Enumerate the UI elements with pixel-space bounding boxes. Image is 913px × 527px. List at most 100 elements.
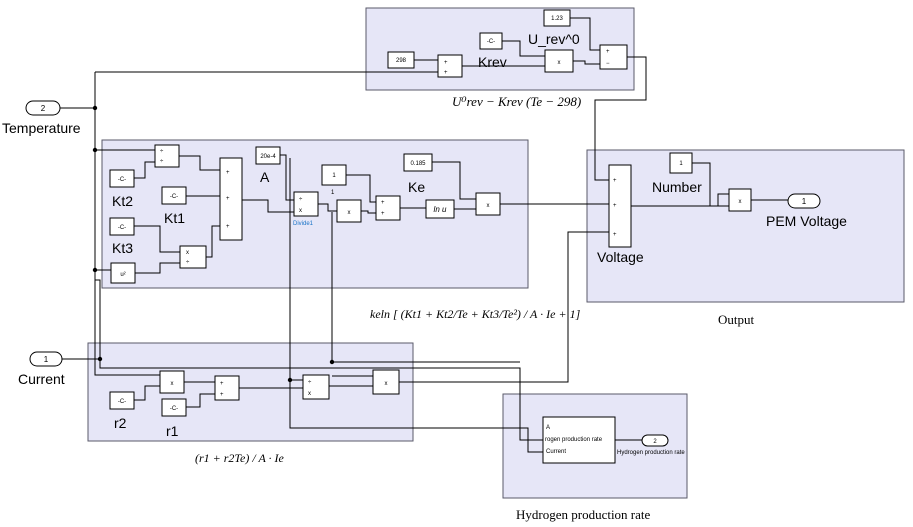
svg-text:-C-: -C- [170,194,178,200]
svg-text:+: + [444,60,448,66]
svg-text:+: + [444,70,448,76]
signal-lines [60,17,788,453]
svg-text:÷: ÷ [308,380,312,386]
svg-text:x: x [171,381,174,387]
kt-sum-block[interactable]: + + + [219,157,243,241]
voltage-label: Voltage [597,249,644,265]
const-123-block[interactable]: 1.23 [543,9,571,27]
svg-text:÷: ÷ [160,149,164,155]
hydrogen-port-current: Current [546,449,566,455]
svg-text:1: 1 [802,197,807,206]
svg-text:298: 298 [396,58,407,64]
ke-label: Ke [408,179,425,195]
current-formula: (r1 + r2Te) / A · Ie [195,451,285,465]
svg-text:+: + [613,232,617,238]
ke-product-block[interactable]: x [336,199,362,223]
kt1-label: Kt1 [164,210,185,226]
current-label: Current [18,371,65,387]
voltage-sum-block[interactable]: + + + [608,164,632,248]
svg-text:+: + [613,203,617,209]
svg-text:-C-: -C- [170,406,178,412]
r2te-product-block[interactable]: x [159,370,185,394]
svg-text:÷: ÷ [160,159,164,165]
kt2-label: Kt2 [112,193,133,209]
divide1-link-label[interactable]: Divide1 [293,221,314,227]
svg-text:2: 2 [653,439,657,445]
ln-block[interactable]: ln u [425,199,455,219]
svg-text:x: x [348,210,351,216]
svg-text:+: + [613,178,617,184]
svg-text:+: + [381,211,385,217]
urev-difference-block[interactable]: + − [599,44,628,70]
ke-formula: keln [ (Kt1 + Kt2/Te + Kt3/Te²) / A · Ie… [370,307,581,321]
urev-product-block[interactable]: x [544,49,574,73]
pem-voltage-label: PEM Voltage [766,213,847,229]
r1-const-block[interactable]: -C- [161,398,187,417]
temperature-inport[interactable]: 2 [25,100,61,116]
temperature-inport-number: 2 [41,104,46,113]
one-const-block[interactable]: 1 [321,164,347,186]
r-divide-block[interactable]: ÷ x [302,374,330,400]
square-block[interactable]: u² [110,262,136,284]
hydrogen-block-title: rogen production rate [545,437,603,443]
area-const-block[interactable]: 20e-4 [255,146,281,165]
urev-formula: U⁰rev − Krev (Te − 298) [452,94,581,109]
divide1-block[interactable]: ÷ x [293,191,319,217]
ke-const-block[interactable]: 0.185 [403,153,433,172]
svg-text:+: + [226,170,230,176]
current-inport[interactable]: 1 [29,351,63,367]
svg-text:-C-: -C- [118,225,126,231]
krev-const-block[interactable]: -C- [479,32,503,50]
svg-text:x: x [186,250,189,256]
urev0-label: U_rev^0 [528,31,580,47]
svg-text:-C-: -C- [487,39,495,45]
output-product-block[interactable]: x [728,188,752,212]
svg-text:u²: u² [120,272,125,278]
hydrogen-rate-block[interactable]: A rogen production rate Current [542,416,616,464]
svg-text:x: x [385,381,388,387]
output-subsystem-area [586,149,905,303]
ke-sum-block[interactable]: + + [375,195,401,221]
current-subsystem-area [87,342,414,442]
hydrogen-port-a: A [546,425,550,431]
svg-text:-C-: -C- [118,177,126,183]
kt3-const-block[interactable]: -C- [109,217,135,236]
number-const-block[interactable]: 1 [669,152,693,174]
svg-text:x: x [739,199,742,205]
svg-text:−: − [606,61,610,67]
svg-text:÷: ÷ [186,260,190,266]
svg-text:+: + [226,224,230,230]
r2-const-block[interactable]: -C- [109,391,135,410]
krev-label: Krev [478,54,507,70]
temperature-label: Temperature [2,120,81,136]
kt2-const-block[interactable]: -C- [109,169,135,188]
hydrogen-outport-label: Hydrogen production rate [617,450,685,456]
svg-text:+: + [220,392,224,398]
kt3-divide-block[interactable]: x ÷ [179,245,207,269]
hydrogen-outport[interactable]: 2 [641,434,669,447]
svg-text:x: x [308,391,311,397]
ke-final-product-block[interactable]: x [475,192,501,216]
svg-text:1: 1 [679,161,683,167]
const-298-block[interactable]: 298 [387,51,415,69]
svg-text:x: x [299,208,302,214]
urev-sum-block[interactable]: + + [437,54,463,78]
svg-text:x: x [487,203,490,209]
r-product-block[interactable]: x [372,369,400,395]
pem-voltage-outport[interactable]: 1 [787,193,821,209]
kt2-divide-block[interactable]: ÷ ÷ [154,144,180,168]
svg-text:+: + [226,196,230,202]
svg-text:+: + [606,49,610,55]
svg-text:0.185: 0.185 [410,161,426,167]
line-junctions [92,105,335,383]
svg-text:÷: ÷ [299,197,303,203]
hydrogen-caption: Hydrogen production rate [516,507,651,522]
r2-label: r2 [114,415,127,431]
number-label: Number [652,179,702,195]
current-inport-number: 1 [44,355,49,364]
one-small-label: 1 [331,190,335,196]
kt1-const-block[interactable]: -C- [161,186,187,205]
r1-label: r1 [166,423,179,439]
svg-text:20e-4: 20e-4 [260,154,276,160]
r-sum-block[interactable]: + + [214,375,240,401]
